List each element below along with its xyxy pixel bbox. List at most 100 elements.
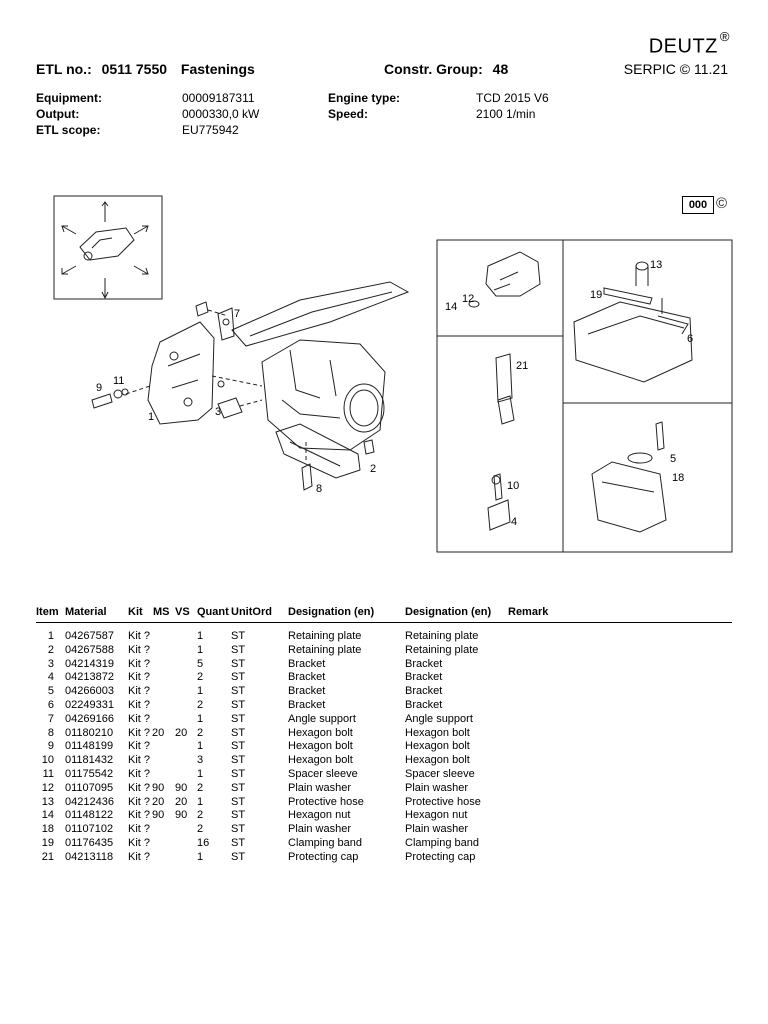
- cell-quant: 1: [197, 630, 204, 642]
- cell-material: 01148199: [65, 740, 114, 753]
- registered-mark: ®: [719, 29, 730, 44]
- cell-material: 01175542: [65, 767, 114, 780]
- main-housing: [261, 339, 386, 451]
- callout-11: 11: [113, 375, 124, 387]
- equipment-label: Equipment:: [36, 91, 102, 105]
- cell-item: 12: [41, 781, 54, 794]
- parts-table-header: Item Material Kit MS VS Quant UnitOrd De…: [36, 606, 732, 623]
- cell-designation-1: Bracket: [288, 657, 326, 670]
- output-label: Output:: [36, 107, 80, 121]
- cell-quant: 2: [197, 698, 204, 711]
- cell-material: 04267588: [65, 643, 114, 656]
- cell-designation-2: Clamping band: [405, 836, 479, 849]
- col-kit: Kit: [128, 606, 143, 618]
- cell-material: 01107102: [65, 823, 114, 836]
- cell-item: 11: [42, 767, 54, 780]
- cell-designation-1: Hexagon bolt: [288, 754, 353, 767]
- constr-value: 48: [492, 61, 509, 77]
- cell-kit: Kit ?: [128, 630, 151, 642]
- scope-label: ETL scope:: [36, 123, 101, 137]
- cell-item: 3: [47, 657, 54, 670]
- cell-quant: 1: [197, 740, 204, 753]
- meta-values-right: TCD 2015 V6 2100 1/min: [476, 90, 549, 122]
- col-designation-2: Designation (en): [405, 606, 492, 618]
- cell-quant: 2: [197, 726, 204, 739]
- copyright-icon: ©: [716, 195, 728, 212]
- cell-kit: Kit ?: [128, 671, 151, 684]
- callout-18: 18: [672, 472, 684, 484]
- col-ms: MS: [153, 606, 170, 618]
- callout-21: 21: [516, 360, 528, 372]
- cell-material: 01180210: [65, 726, 114, 739]
- cell-material: 01107095: [65, 781, 114, 794]
- cell-item: 13: [41, 795, 54, 808]
- cell-unitord: ST: [231, 795, 246, 808]
- cell-designation-2: Hexagon bolt: [405, 754, 470, 767]
- cell-quant: 3: [197, 754, 204, 767]
- cell-material: 04213118: [65, 850, 114, 863]
- callout-3: 3: [215, 406, 221, 418]
- retaining-plate-2: [275, 423, 361, 479]
- cell-designation-1: Retaining plate: [288, 643, 362, 656]
- callout-12: 12: [462, 293, 474, 305]
- cell-designation-1: Bracket: [288, 698, 326, 711]
- inset-detail-box: [53, 195, 163, 300]
- callout-6: 6: [687, 333, 693, 345]
- cell-material: 04266003: [65, 685, 114, 698]
- cell-ms: 90: [152, 809, 165, 822]
- cell-kit: Kit ?: [128, 836, 151, 849]
- engine-type-value: TCD 2015 V6: [476, 91, 549, 105]
- cell-designation-2: Bracket: [405, 671, 443, 684]
- cell-unitord: ST: [231, 740, 246, 753]
- cell-quant: 1: [197, 850, 204, 863]
- equipment-value: 00009187311: [182, 91, 255, 105]
- cell-kit: Kit ?: [128, 850, 151, 863]
- cell-vs: 20: [175, 795, 188, 808]
- cell-item: 5: [47, 685, 54, 698]
- retaining-plate-1: [147, 321, 215, 425]
- cell-designation-2: Plain washer: [405, 823, 468, 836]
- cell-kit: Kit ?: [128, 823, 151, 836]
- cell-designation-2: Retaining plate: [405, 643, 479, 656]
- cell-item: 6: [47, 698, 54, 711]
- cell-ms: 20: [152, 726, 165, 739]
- cell-material: 04213872: [65, 671, 114, 684]
- cell-designation-2: Retaining plate: [405, 630, 479, 642]
- cell-quant: 1: [197, 643, 204, 656]
- bracket-small-3: [217, 397, 243, 419]
- cell-kit: Kit ?: [128, 754, 151, 767]
- cell-material: 04267587: [65, 630, 114, 642]
- detail-sensor-12: [468, 251, 541, 308]
- output-value: 0000330,0 kW: [182, 107, 260, 121]
- cell-designation-2: Hexagon bolt: [405, 740, 470, 753]
- callout-14: 14: [445, 301, 457, 313]
- cell-item: 9: [47, 740, 54, 753]
- cell-designation-1: Protective hose: [288, 795, 364, 808]
- speed-value: 2100 1/min: [476, 107, 536, 121]
- bolts-left: [91, 301, 375, 491]
- cell-item: 18: [41, 823, 54, 836]
- cell-unitord: ST: [231, 781, 246, 794]
- cell-material: 04214319: [65, 657, 114, 670]
- etl-number: 0511 7550: [101, 61, 168, 77]
- detail-housing-5: [591, 421, 667, 533]
- callout-9: 9: [96, 382, 102, 394]
- cell-kit: Kit ?: [128, 685, 151, 698]
- cell-quant: 1: [197, 795, 204, 808]
- cell-designation-1: Angle support: [288, 712, 356, 725]
- cell-kit: Kit ?: [128, 726, 151, 739]
- cell-designation-1: Hexagon bolt: [288, 726, 353, 739]
- construction-group: Constr. Group: 48: [384, 61, 508, 77]
- meta-labels-left: Equipment: Output: ETL scope:: [36, 90, 102, 138]
- cell-vs: 20: [175, 726, 188, 739]
